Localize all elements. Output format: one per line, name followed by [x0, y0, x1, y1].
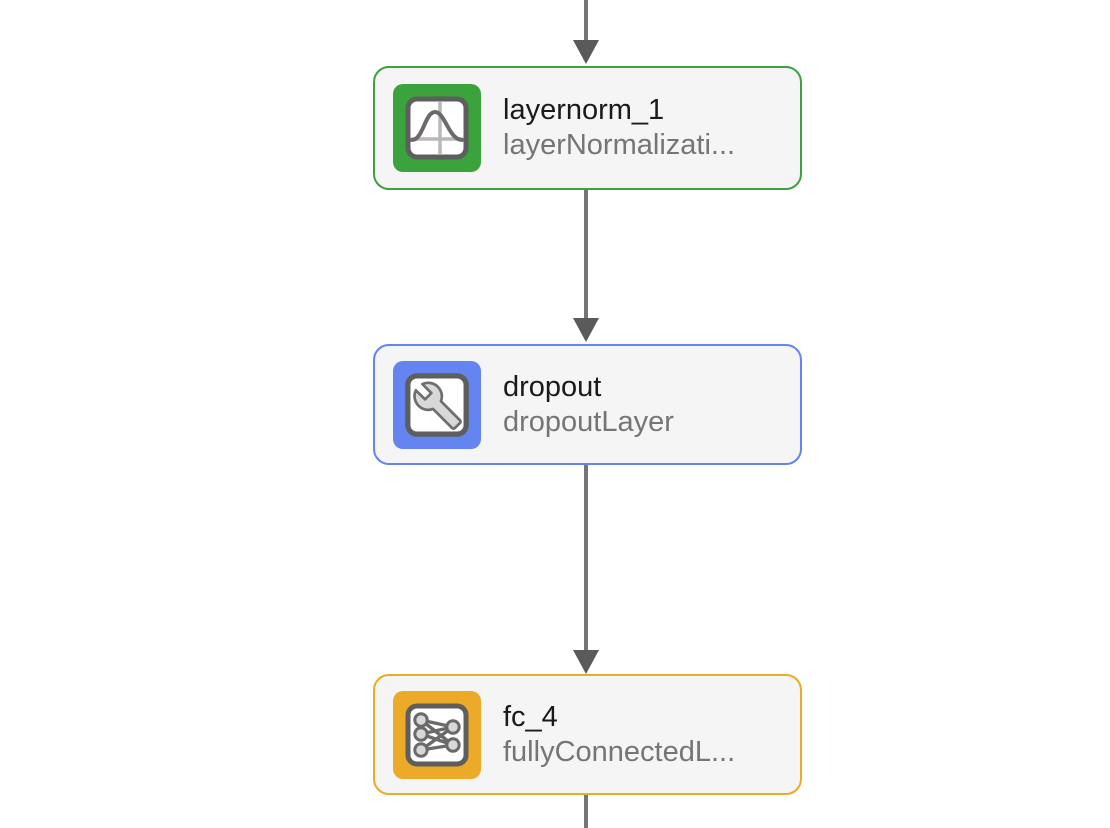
node-title: dropout [503, 370, 602, 403]
node-layernorm_1[interactable]: layernorm_1 layerNormalizati... [373, 66, 802, 190]
node-labels: dropout dropoutLayer [503, 370, 674, 440]
arrowhead-down-icon [573, 40, 599, 64]
node-dropout[interactable]: dropout dropoutLayer [373, 344, 802, 465]
arrowhead-down-icon [573, 318, 599, 342]
fully-connected-icon [393, 690, 481, 779]
node-subtitle: layerNormalizati... [503, 129, 736, 161]
arrowhead-down-icon [573, 650, 599, 674]
gaussian-curve-icon [393, 84, 481, 172]
wrench-icon [393, 360, 481, 449]
connection-line[interactable] [584, 190, 588, 320]
node-title: layernorm_1 [503, 94, 665, 126]
connection-line[interactable] [584, 0, 588, 42]
node-fc_4[interactable]: fc_4 fullyConnectedL... [373, 674, 802, 795]
connection-line[interactable] [584, 795, 588, 828]
node-subtitle: fullyConnectedL... [503, 735, 736, 768]
node-labels: fc_4 fullyConnectedL... [503, 700, 735, 770]
node-title: fc_4 [503, 700, 558, 733]
connection-line[interactable] [584, 465, 588, 652]
node-labels: layernorm_1 layerNormalizati... [503, 93, 735, 163]
node-subtitle: dropoutLayer [503, 405, 674, 438]
